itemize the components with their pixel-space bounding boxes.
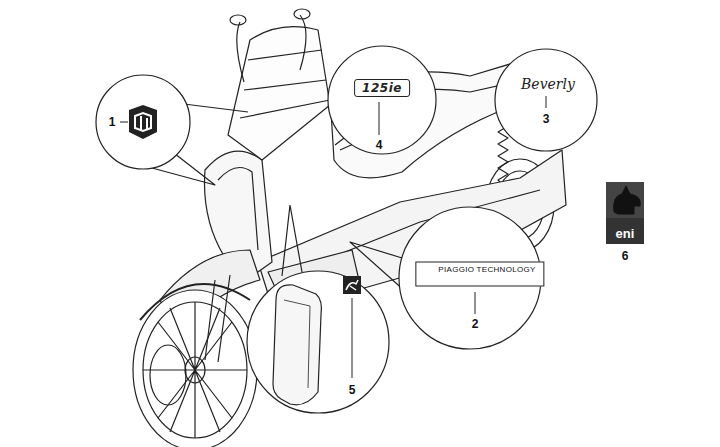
magnifier-circle: PIAGGIO TECHNOLOGY 2 xyxy=(398,206,542,350)
brand-logo-text: eni xyxy=(616,226,635,241)
name-decal: Beverly xyxy=(521,76,575,92)
callout-number: 1 xyxy=(109,115,116,129)
magnifier-circle: Beverly 3 xyxy=(494,48,598,152)
magnifier-circle: 5 xyxy=(246,270,390,414)
callout-number: 5 xyxy=(349,383,356,397)
model-decal: 125ie xyxy=(354,79,410,97)
circle-outline xyxy=(246,270,390,414)
callout-number: 6 xyxy=(622,249,629,263)
eni-logo xyxy=(606,182,644,244)
magnifier-circle: 125ie 4 xyxy=(327,45,437,155)
callout-number: 2 xyxy=(472,317,479,331)
circle-outline xyxy=(494,48,598,152)
callout-number: 4 xyxy=(376,138,383,152)
magnifier-circle: 1 xyxy=(95,74,191,170)
brand-decal: PIAGGIO TECHNOLOGY xyxy=(415,262,544,287)
callout-number: 3 xyxy=(543,112,550,126)
